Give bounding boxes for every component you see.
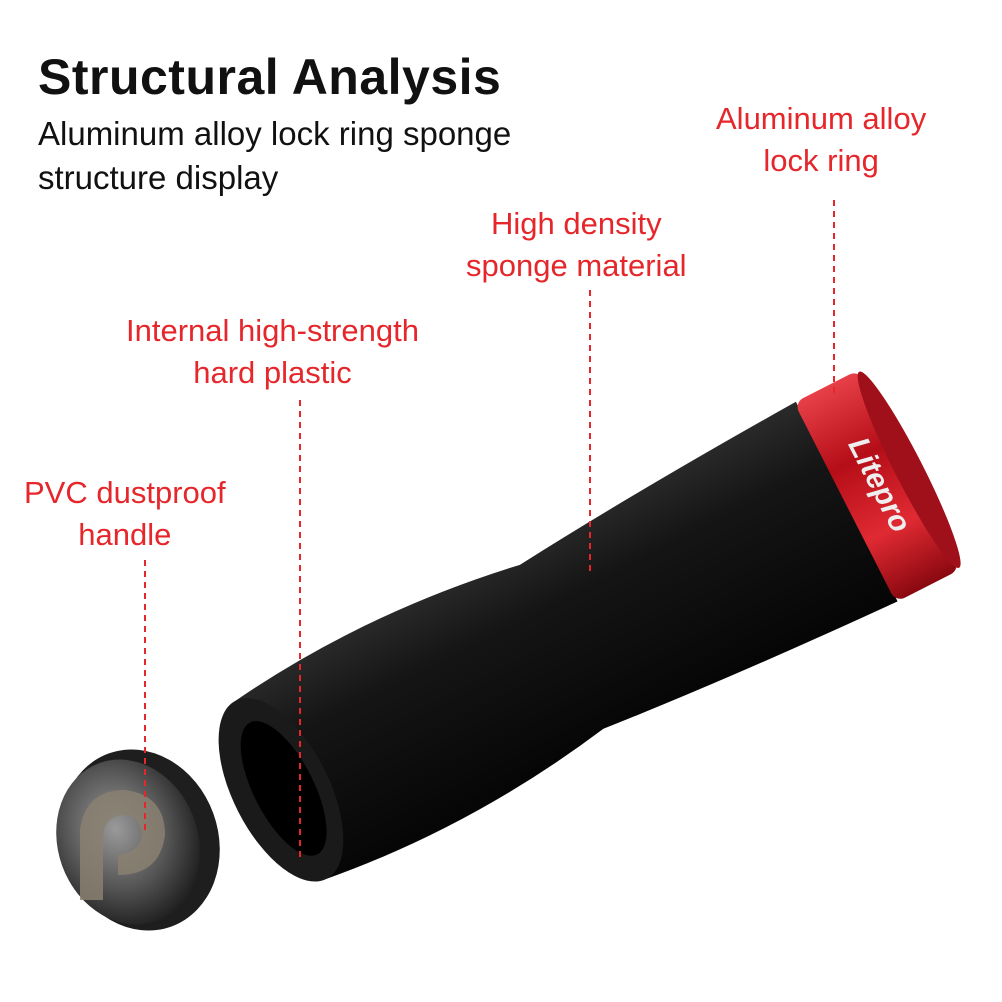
callout-text: lock ring	[763, 143, 879, 178]
page-title: Structural Analysis	[38, 49, 502, 105]
callout-lines	[144, 200, 835, 860]
callout-lock-ring: Aluminum alloy lock ring	[716, 98, 926, 182]
callout-text: hard plastic	[193, 355, 352, 390]
lock-ring	[797, 373, 957, 599]
grip-hole	[240, 721, 327, 856]
foam-sleeve	[235, 401, 898, 879]
callout-text: Aluminum alloy	[716, 101, 927, 136]
subtitle-line-2: structure display	[38, 159, 279, 196]
callout-text: PVC dustproof	[24, 475, 226, 510]
callout-handle: PVC dustproof handle	[24, 472, 226, 556]
end-cap	[56, 749, 220, 931]
callout-sponge: High density sponge material	[466, 203, 687, 287]
page-subtitle: Aluminum alloy lock ring sponge structur…	[38, 112, 638, 200]
callout-plastic: Internal high-strength hard plastic	[126, 310, 419, 394]
callout-text: handle	[78, 517, 172, 552]
grip: Litepro	[218, 371, 961, 882]
callout-text: High density	[490, 206, 662, 241]
callout-text: sponge material	[466, 248, 687, 283]
callout-text: Internal high-strength	[126, 313, 419, 348]
cap-logo-icon	[80, 790, 165, 900]
subtitle-line-1: Aluminum alloy lock ring sponge	[38, 115, 512, 152]
